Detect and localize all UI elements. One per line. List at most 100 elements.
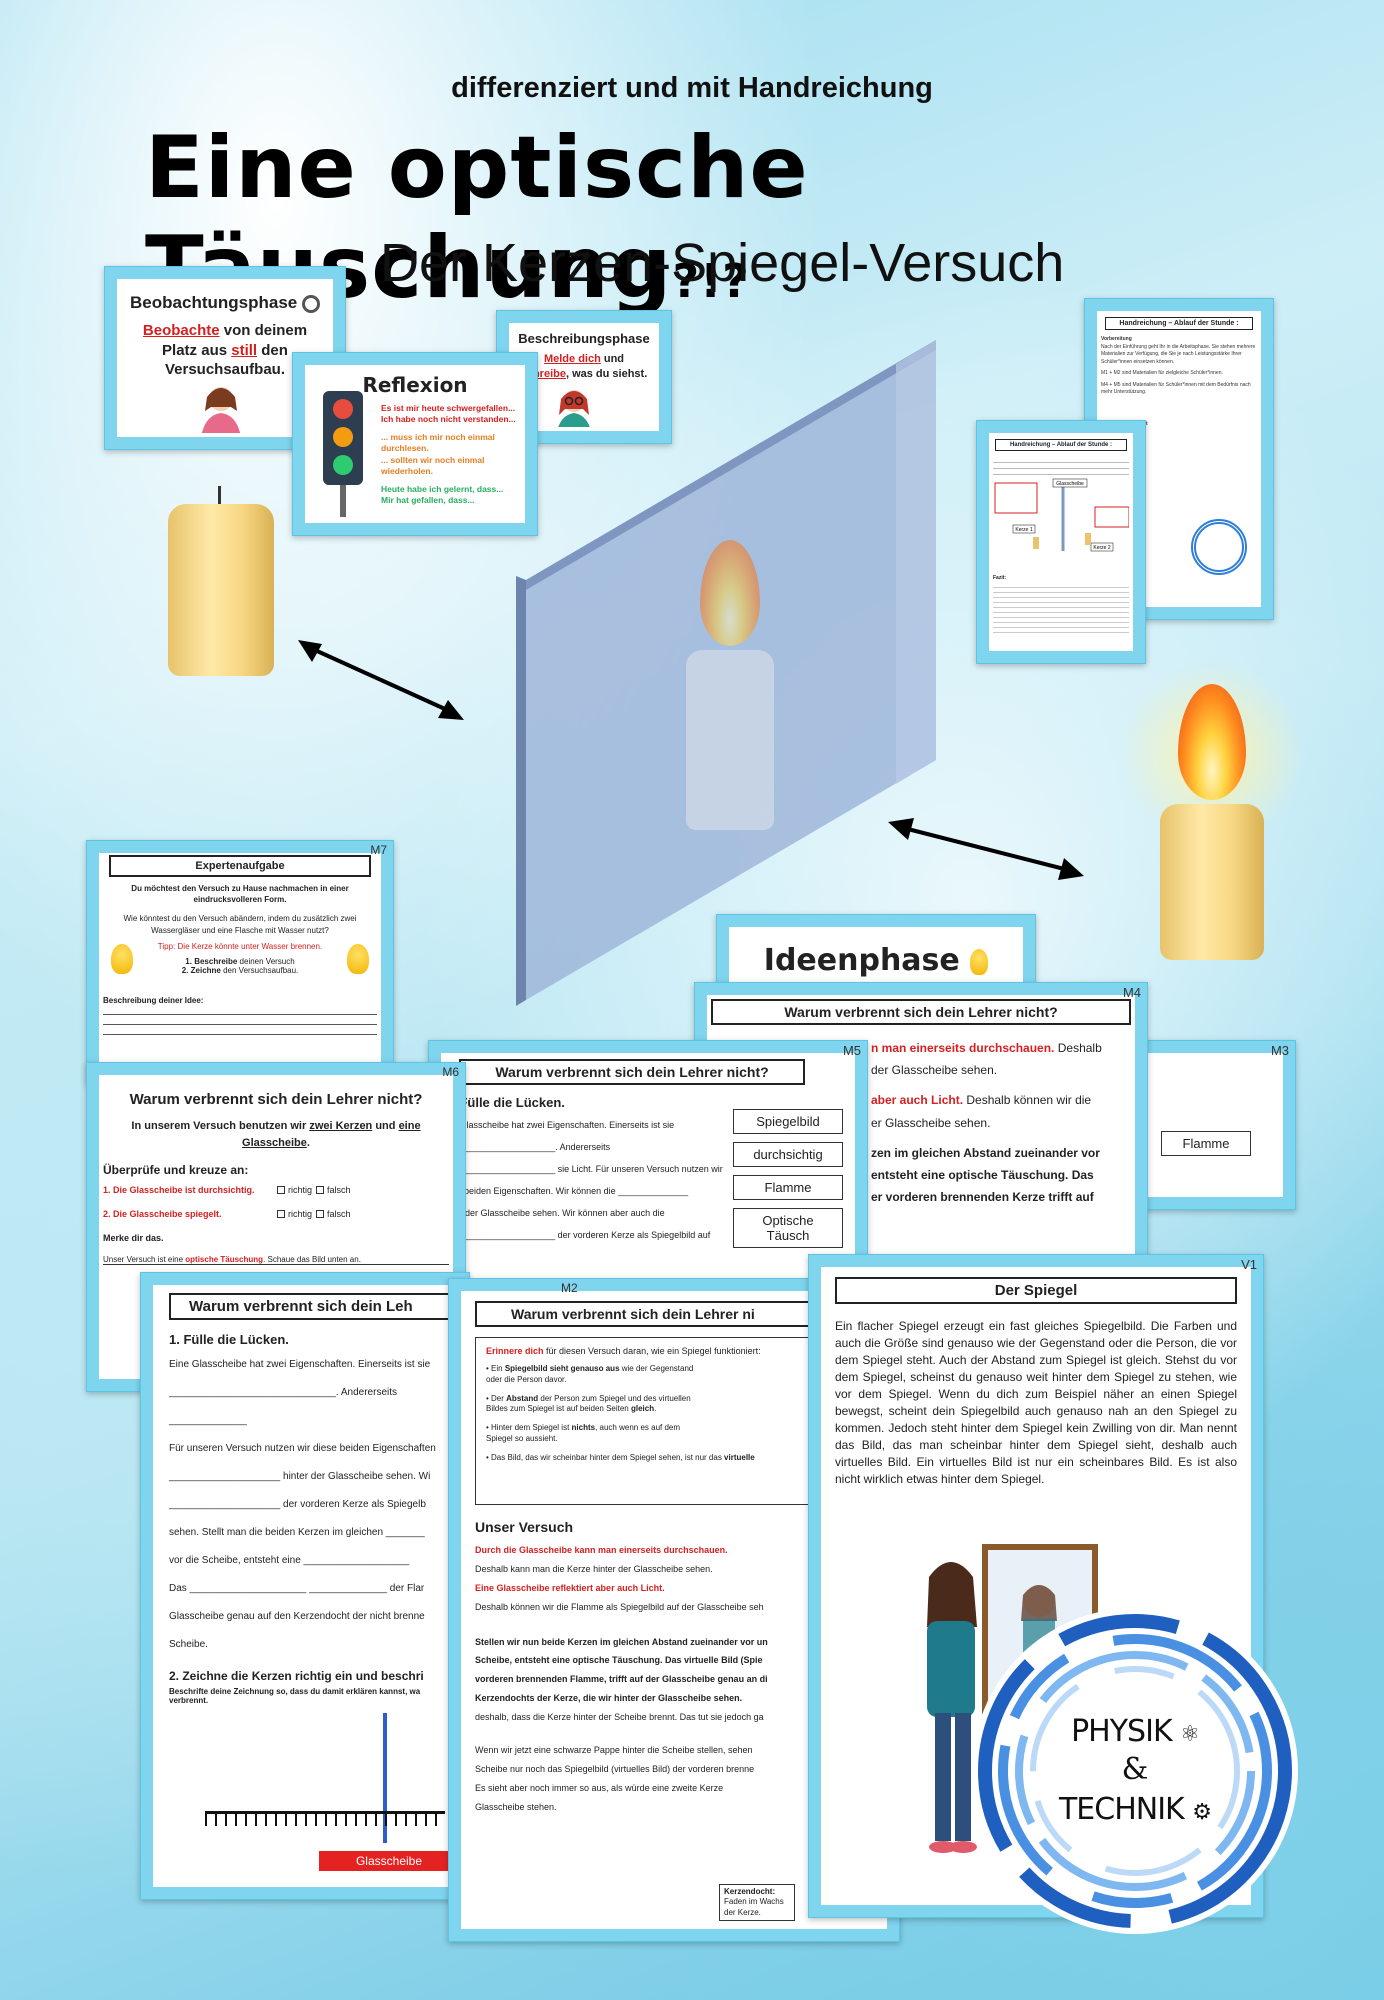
candle-body [686,650,774,830]
m2-para-line: Stellen wir nun beide Kerzen im gleichen… [475,1636,768,1647]
atom-icon: ⚛ [1180,1722,1200,1747]
logo-rings [978,1614,1292,1928]
handreichung-large-title: Handreichung – Ablauf der Stunde : [1105,317,1253,330]
m1-line: hinter der Glasscheibe sehen. Wi [283,1471,431,1482]
beobachtung-line2a: Platz aus [162,341,232,359]
m1-line: Das [169,1583,187,1594]
m2-versuch-title: Unser Versuch [475,1519,574,1535]
m6-title: Warum verbrennt sich dein Lehrer nicht? [129,1091,423,1108]
small-logo-icon [1191,519,1247,575]
handreichung-small-title: Handreichung – Ablauf der Stunde : [995,439,1127,451]
m4-line: Deshalb [1054,1041,1102,1055]
candle-wick [218,486,221,508]
logo-line2: & [1121,1752,1149,1787]
experten-desc-label: Beschreibung deiner Idee: [103,995,204,1005]
m2-bullet: . [654,1404,657,1414]
m5-line: ine Glasscheibe hat zwei Eigenschaften. … [445,1120,675,1130]
word-box: Flamme [733,1175,843,1200]
m2-para-line: Scheibe, entsteht eine optische Täuschun… [475,1655,763,1666]
m5-line: . Andererseits [555,1142,611,1153]
card-handreichung-small: Handreichung – Ablauf der Stunde : Glass… [976,420,1146,664]
girl-glasses-icon [558,390,590,427]
m1-line: Glasscheibe genau auf den Kerzendocht de… [169,1611,425,1622]
reflexion-orange-1: ... muss ich mir noch einmal durchlesen. [381,431,495,454]
m2-para-line: Kerzendochts der Kerze, die wir hinter d… [475,1693,743,1704]
m2-remember: Erinnere dich [486,1346,544,1356]
m6-merke: Merke dir das. [103,1233,164,1243]
gears-icon: ⚙ [1192,1800,1212,1825]
m1-line: . Andererseits [335,1387,398,1398]
page-title-text: Eine optische Täuschung [145,118,809,318]
m2-bullet: Spiegelbild sieht genauso aus [504,1364,620,1373]
beobachtung-line3: Versuchsaufbau. [164,361,286,378]
diagram-label-kerze1: Kerze 1 [1015,527,1032,533]
m1-line: sehen. Stellt man die beiden Kerzen im g… [169,1527,384,1538]
beobachtung-line1b: von deinem [219,322,308,339]
m1-task2: 2. Zeichne die Kerzen richtig ein und be… [169,1669,424,1683]
checkbox-falsch[interactable] [316,1186,325,1194]
m2-bullet: Der [491,1393,507,1403]
m2-note-title: Kerzendocht: [724,1886,776,1896]
m4-line: n man einerseits durchschauen. [871,1041,1055,1055]
beschreibung-title: Beschreibungsphase [518,331,650,346]
glasscheibe-label: Glasscheibe [319,1851,453,1871]
glass-rod [383,1713,387,1843]
m6-opt: falsch [327,1185,351,1195]
experten-question: Wie könntest du den Versuch abändern, in… [123,914,357,935]
m6-intro: zwei Kerzen [309,1120,373,1132]
beschreibung-line1b: und [600,353,625,365]
m2-bullet: Hinter dem Spiegel ist [491,1423,572,1433]
word-box: durchsichtig [733,1142,843,1167]
candle-body [168,504,274,676]
checkbox-richtig[interactable] [277,1210,285,1218]
magnifier-icon [301,294,320,313]
beobachtung-line1a: Beobachte [142,322,220,339]
m4-line: zen im gleichen Abstand zueinander vor [871,1145,1100,1160]
m2-para-line: Glasscheibe stehen. [475,1801,557,1812]
m5-line: inter der Glasscheibe sehen. Wir können … [445,1208,665,1219]
word-box: Optische Täusch [733,1208,843,1248]
beobachtung-line2b: still [231,341,258,359]
title-punct: ?!? [672,254,750,308]
logo-line3: TECHNIK [1058,1792,1185,1827]
ruler [205,1811,445,1827]
m1-line: Für unseren Versuch nutzen wir diese bei… [169,1443,436,1454]
word-box: Flamme [1161,1131,1251,1156]
candle-left [168,486,274,676]
checkbox-falsch[interactable] [316,1210,325,1218]
sheet-code: M2 [561,1281,578,1295]
diagram-label-kerze2: Kerze 2 [1093,545,1110,551]
flame-icon [700,540,760,646]
diagram-glass-candles: Glasscheibe Kerze 1 Kerze 2 [994,478,1129,552]
beobachtung-title: Beobachtungsphase [130,293,298,312]
m1-title: Warum verbrennt sich dein Leh [169,1293,453,1320]
diagram-label-glasscheibe: Glasscheibe [1056,481,1084,487]
lightbulb-icon [970,948,989,975]
m2-para-line: deshalb, dass die Kerze hinter der Schei… [475,1712,764,1723]
m4-line: der Glasscheibe sehen. [871,1063,998,1078]
ideen-title: Ideenphase [763,943,960,978]
reflexion-green-1: Heute habe ich gelernt, dass... [381,483,504,494]
candle-right [1112,654,1312,960]
experten-step1a: Beschreibe [194,956,238,966]
m6-bottom: . Schaue das Bild unten an. [263,1255,361,1264]
m4-line: Deshalb können wir die [963,1093,1092,1108]
beschreibung-line2b: , was du siehst. [565,367,648,380]
candle-body [1160,804,1264,960]
handreichung-small-fazit: Fazit: [993,575,1007,581]
sheet-code: M7 [370,843,387,857]
m2-bullet: virtuelle [724,1452,755,1462]
m6-intro: In unserem Versuch benutzen wir [131,1120,310,1132]
experten-intro: Du möchtest den Versuch zu Hause nachmac… [131,884,349,905]
m2-remember: für diesen Versuch daran, wie ein Spiege… [543,1346,761,1356]
m1-line: Scheibe. [169,1639,208,1650]
checkbox-richtig[interactable] [277,1186,285,1194]
reflexion-green-2: Mir hat gefallen, dass... [381,495,475,506]
m1-line: Eine Glasscheibe hat zwei Eigenschaften.… [169,1359,431,1370]
arrow-right [888,818,1084,880]
m1-line: der vorderen Kerze als Spiegelb [283,1499,426,1510]
m5-line: der vorderen Kerze als Spiegelbild auf d… [445,1230,711,1262]
m2-bullet: der Person zum Spiegel und des virtuelle… [486,1393,691,1414]
m5-line: iese beiden Eigenschaften. Wir können di… [445,1186,616,1197]
handreichung-large-line: M1 + M2 sind Materialien für zielgleiche… [1101,370,1223,376]
